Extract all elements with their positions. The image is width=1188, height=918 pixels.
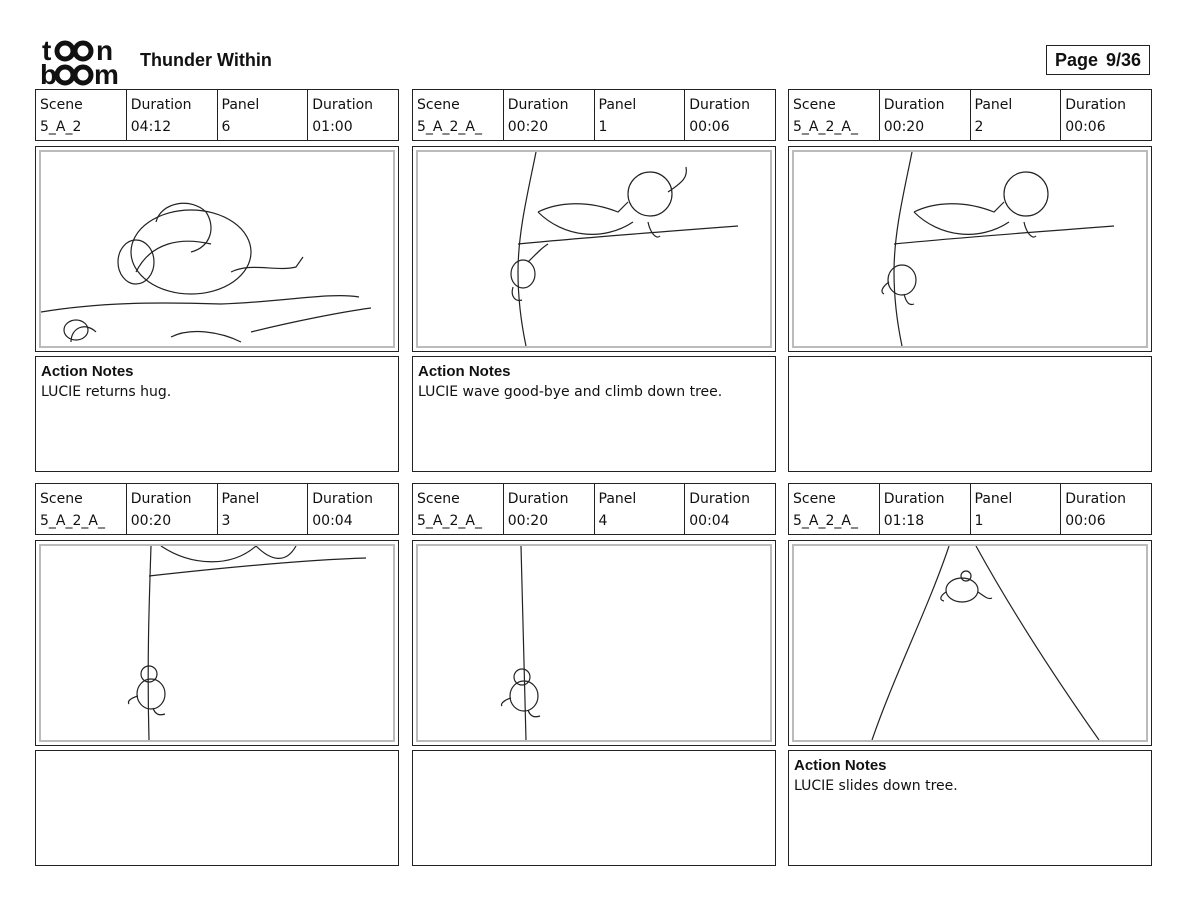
page-indicator: Page 9/36: [1046, 45, 1150, 75]
panel-frame: [788, 146, 1152, 352]
svg-text:m: m: [94, 59, 119, 86]
panel-frame: [35, 146, 399, 352]
notes-text: LUCIE returns hug.: [41, 384, 172, 400]
toonboom-logo: t n b m: [40, 38, 119, 86]
panel-frame: [788, 540, 1152, 746]
notes-title: Action Notes: [794, 757, 887, 774]
page-label: Page: [1054, 49, 1098, 70]
action-notes: [35, 750, 399, 866]
sketch-wave: [510, 152, 739, 346]
action-notes: [788, 356, 1152, 472]
notes-text: LUCIE wave good-bye and climb down tree.: [418, 384, 723, 400]
action-notes: Action Notes LUCIE returns hug.: [35, 356, 399, 472]
sketch-hug: [41, 202, 372, 343]
svg-text:t: t: [42, 38, 51, 66]
notes-title: Action Notes: [418, 363, 511, 380]
action-notes: [412, 750, 776, 866]
document-title: Thunder Within: [140, 50, 272, 70]
panel-frame: [412, 540, 776, 746]
notes-title: Action Notes: [41, 363, 134, 380]
sketch-slide: [871, 546, 1100, 740]
svg-text:n: n: [96, 38, 113, 66]
sketch-descend: [127, 546, 367, 740]
panel-frame: [35, 540, 399, 746]
action-notes: Action Notes LUCIE slides down tree.: [788, 750, 1152, 866]
svg-text:b: b: [40, 59, 57, 86]
sketch-trunk: [500, 546, 541, 740]
notes-text: LUCIE slides down tree.: [794, 778, 958, 794]
sketch-climb: [881, 152, 1115, 346]
page-number: 9/36: [1105, 49, 1142, 70]
action-notes: Action Notes LUCIE wave good-bye and cli…: [412, 356, 776, 472]
panel-frame: [412, 146, 776, 352]
